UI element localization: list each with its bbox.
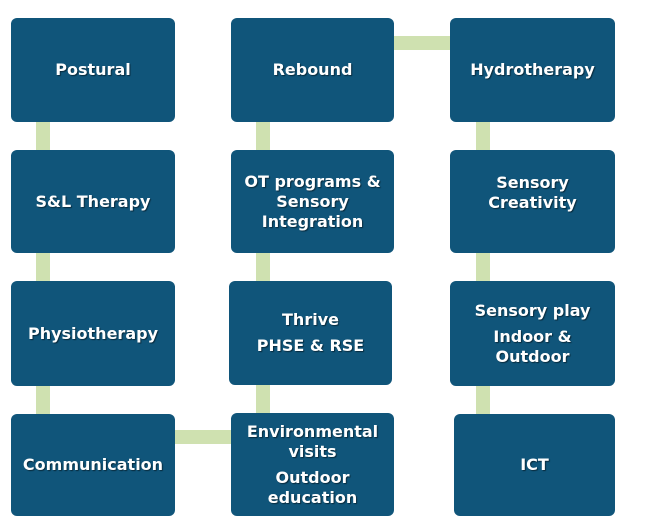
connector-rebound-hydrotherapy [394, 36, 450, 50]
connector-sl-physio [36, 253, 50, 281]
box-label: ICT [520, 455, 549, 474]
box-label: Postural [55, 60, 131, 79]
connector-ot-rebound [256, 122, 270, 150]
box-label: Outdoor [275, 467, 350, 487]
box-label: Sensory play [474, 300, 591, 320]
box-label: Communication [22, 455, 164, 474]
box-label: Sensory [276, 191, 349, 211]
box-hydrotherapy: Hydrotherapy [450, 18, 615, 122]
connector-hydrotherapy-creativity [476, 122, 490, 150]
box-thrive: Thrive PHSE & RSE [229, 281, 392, 385]
connector-postural-sl [36, 122, 50, 150]
box-environmental-visits: Environmental visits Outdoor education [231, 413, 394, 516]
box-label: S&L Therapy [35, 191, 151, 211]
connector-environmental-thrive [256, 385, 270, 413]
connector-thrive-ot [256, 253, 270, 281]
box-label: OT programs & [244, 171, 381, 191]
box-label: Environmental [246, 421, 379, 441]
box-label: Thrive [282, 310, 339, 329]
connector-play-ict [476, 386, 490, 414]
box-communication: Communication [11, 414, 175, 516]
box-sl-therapy: S&L Therapy [11, 150, 175, 253]
box-label: Physiotherapy [27, 323, 158, 343]
box-sensory-creativity: Sensory Creativity [450, 150, 615, 253]
box-label: Indoor & Outdoor [493, 326, 572, 366]
connector-creativity-play [476, 253, 490, 281]
box-label: visits [288, 441, 337, 461]
box-label: Rebound [272, 60, 353, 79]
box-physiotherapy: Physiotherapy [11, 281, 175, 386]
box-sensory-play: Sensory play Indoor & Outdoor [450, 281, 615, 386]
box-ot-programs: OT programs & Sensory Integration [231, 150, 394, 253]
box-label: PHSE & RSE [256, 336, 365, 355]
box-label: Sensory Creativity [488, 172, 577, 212]
box-ict: ICT [454, 414, 615, 516]
box-label: education [267, 487, 358, 507]
connector-communication-environmental [175, 430, 231, 444]
box-label: Integration [261, 211, 364, 231]
box-label: Hydrotherapy [470, 60, 595, 79]
box-rebound: Rebound [231, 18, 394, 122]
connector-physio-communication [36, 386, 50, 414]
box-postural: Postural [11, 18, 175, 122]
